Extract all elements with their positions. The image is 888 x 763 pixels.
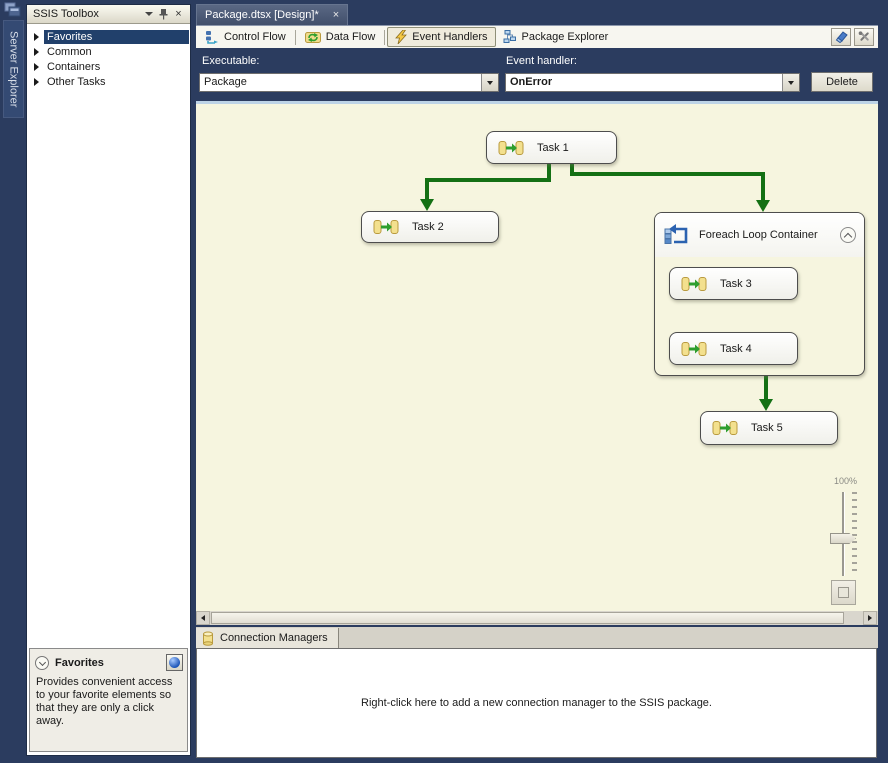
task-icon [681, 275, 707, 293]
scroll-left-button[interactable] [196, 611, 210, 625]
zoom-level: 100% [834, 476, 872, 486]
toolbox-titlebar: SSIS Toolbox × [27, 5, 190, 24]
toolbox-item-other-tasks[interactable]: Other Tasks [27, 74, 190, 89]
tab-separator [295, 30, 296, 45]
horizontal-scrollbar[interactable] [196, 611, 878, 625]
collapse-chevron-icon[interactable] [840, 227, 856, 243]
connection-managers-strip: Connection Managers [196, 627, 878, 648]
fit-icon [838, 587, 849, 598]
arrow-left-icon [201, 615, 205, 621]
parameters-button[interactable] [831, 28, 851, 46]
task-icon [373, 218, 399, 236]
help-button[interactable] [166, 654, 183, 671]
package-explorer-icon [503, 30, 517, 44]
tab-data-flow[interactable]: Data Flow [298, 29, 383, 46]
connection-managers-pane[interactable]: Right-click here to add a new connection… [196, 648, 877, 758]
event-handler-dropdown[interactable]: OnError [505, 73, 800, 92]
task-node[interactable]: Task 1 [486, 131, 617, 164]
zoom-ticks [852, 492, 857, 576]
tab-control-flow[interactable]: Control Flow [198, 28, 293, 46]
expander-icon[interactable] [34, 48, 39, 56]
task-icon [681, 340, 707, 358]
toolbox-description-box: Favorites Provides convenient access to … [29, 648, 188, 752]
control-flow-icon [205, 30, 219, 44]
chevron-down-icon[interactable] [782, 74, 799, 91]
parameters-icon [835, 31, 848, 43]
toolbox-description-title: Favorites [55, 657, 166, 669]
connection-managers-empty-text: Right-click here to add a new connection… [361, 697, 712, 709]
executable-dropdown[interactable]: Package [199, 73, 499, 92]
task-node[interactable]: Task 5 [700, 411, 838, 445]
toolbox-items: Favorites Common Containers Other Tasks [27, 24, 190, 89]
toolbox-item-favorites[interactable]: Favorites [27, 29, 190, 44]
document-tab-label: Package.dtsx [Design]* [205, 9, 319, 21]
design-surface[interactable]: Task 1 Task 2 [196, 101, 878, 611]
delete-button[interactable]: Delete [811, 72, 873, 92]
connection-managers-tab[interactable]: Connection Managers [196, 628, 339, 648]
task-node[interactable]: Task 4 [669, 332, 798, 365]
arrow-right-icon [868, 615, 872, 621]
toolbox-item-common[interactable]: Common [27, 44, 190, 59]
task-node[interactable]: Task 3 [669, 267, 798, 300]
document-tab-row: Package.dtsx [Design]* × [196, 4, 878, 25]
toolbox-description-text: Provides convenient access to your favor… [30, 674, 187, 730]
task-icon [712, 419, 738, 437]
data-flow-icon [305, 31, 321, 44]
expander-icon[interactable] [34, 33, 39, 41]
task-node[interactable]: Task 2 [361, 211, 499, 243]
pin-icon[interactable] [156, 7, 171, 21]
tools-button[interactable] [854, 28, 874, 46]
container-title: Foreach Loop Container [699, 229, 840, 241]
tab-separator [384, 30, 385, 45]
scrollbar-thumb[interactable] [211, 612, 844, 624]
event-handlers-icon [395, 30, 407, 44]
window-position-menu-icon[interactable] [141, 7, 156, 21]
server-explorer-label: Server Explorer [8, 31, 20, 107]
left-dock-strip: Server Explorer [0, 0, 26, 763]
document-area: Package.dtsx [Design]* × Control Flow Da… [196, 4, 878, 755]
ssis-toolbox-panel: SSIS Toolbox × Favorites Common Containe… [26, 4, 191, 756]
executable-label: Executable: [202, 55, 259, 67]
connection-manager-icon [202, 631, 214, 646]
expander-icon[interactable] [34, 78, 39, 86]
close-icon[interactable]: × [333, 10, 339, 21]
tab-package-explorer[interactable]: Package Explorer [496, 28, 616, 46]
task-icon [498, 139, 524, 157]
zoom-to-fit-button[interactable] [831, 580, 856, 605]
tab-event-handlers[interactable]: Event Handlers [387, 27, 495, 47]
app-icon [4, 2, 21, 17]
toolbox-item-containers[interactable]: Containers [27, 59, 190, 74]
foreach-loop-container[interactable]: Foreach Loop Container Task 3 [654, 212, 865, 376]
chevron-down-icon[interactable] [481, 74, 498, 91]
container-header[interactable]: Foreach Loop Container [655, 213, 864, 257]
server-explorer-tab[interactable]: Server Explorer [3, 20, 24, 118]
document-tab[interactable]: Package.dtsx [Design]* × [196, 4, 348, 25]
event-handler-bar: Executable: Event handler: Package OnErr… [196, 48, 878, 97]
toolbox-title: SSIS Toolbox [33, 8, 141, 20]
foreach-loop-icon [664, 222, 690, 248]
close-icon[interactable]: × [171, 7, 186, 21]
expander-icon[interactable] [34, 63, 39, 71]
tools-icon [858, 31, 871, 43]
designer-tab-strip: Control Flow Data Flow Event Handlers [196, 25, 878, 48]
event-handler-label: Event handler: [506, 55, 577, 67]
chevron-down-circle-icon[interactable] [35, 656, 49, 670]
zoom-control: 100% [826, 476, 872, 608]
scroll-right-button[interactable] [863, 611, 877, 625]
connection-managers-tab-label: Connection Managers [220, 632, 328, 644]
help-icon [169, 657, 180, 668]
